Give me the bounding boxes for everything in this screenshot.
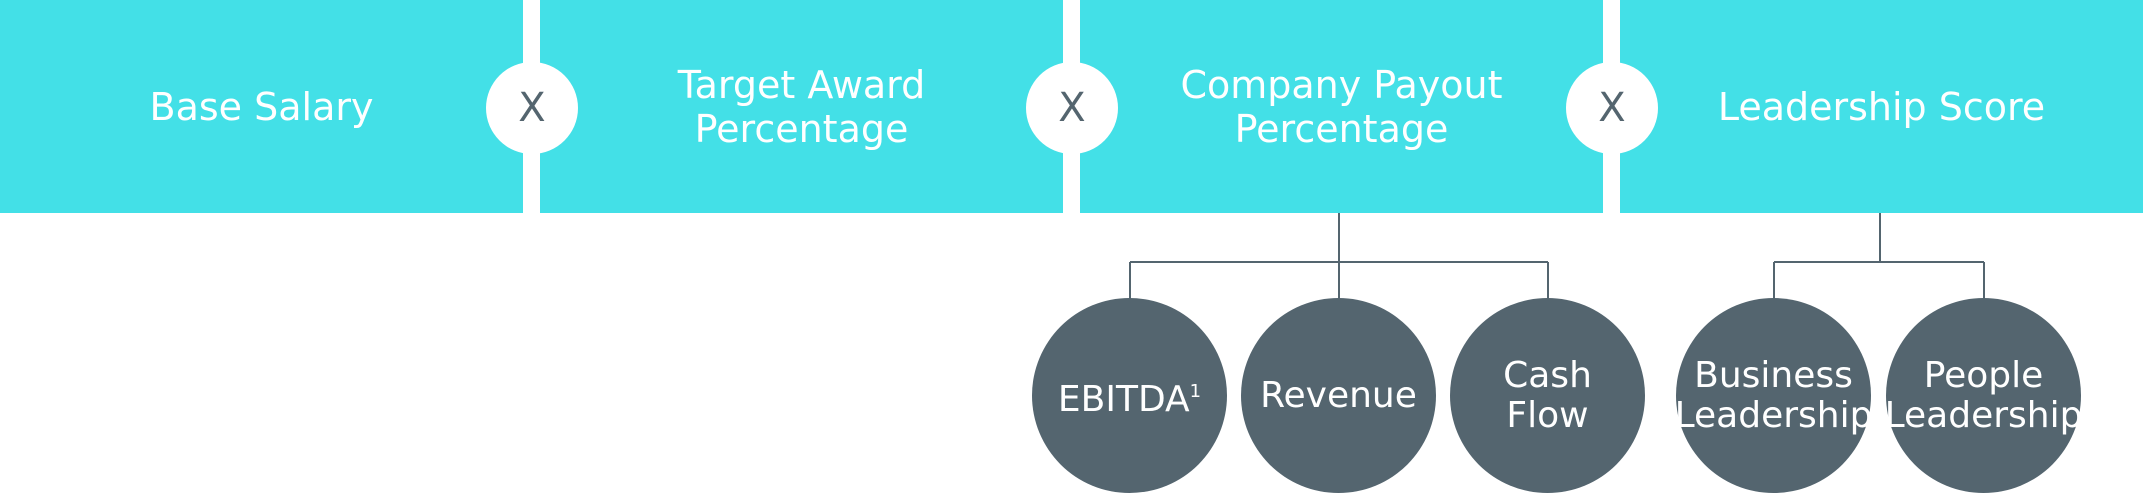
component-label: Revenue [1260,374,1417,416]
factor-label: Base Salary [149,84,374,129]
component-revenue: Revenue [1241,298,1436,493]
component-cash-flow: Cash Flow [1450,298,1645,493]
multiply-operator-1: X [486,62,578,154]
factor-label: Company Payout Percentage [1180,62,1503,151]
factor-company-payout-percentage: Company Payout Percentage [1080,0,1603,213]
multiply-operator-3: X [1566,62,1658,154]
factor-leadership-score: Leadership Score [1620,0,2143,213]
multiply-symbol: X [1058,85,1086,131]
multiply-operator-2: X [1026,62,1118,154]
component-label: Business Leadership [1674,354,1873,436]
factor-target-award-percentage: Target Award Percentage [540,0,1063,213]
component-label: EBITDA [1057,378,1190,420]
factor-base-salary: Base Salary [0,0,523,213]
multiply-symbol: X [518,85,546,131]
component-business-leadership: Business Leadership [1674,298,1873,493]
footnote-marker: 1 [1189,380,1202,402]
component-ebitda: EBITDA1 [1032,298,1227,493]
component-label: Cash Flow [1503,354,1592,436]
factor-label: Leadership Score [1717,84,2046,129]
multiply-symbol: X [1598,85,1626,131]
factor-label: Target Award Percentage [677,62,926,151]
component-label: People Leadership [1884,354,2083,436]
component-people-leadership: People Leadership [1884,298,2083,493]
